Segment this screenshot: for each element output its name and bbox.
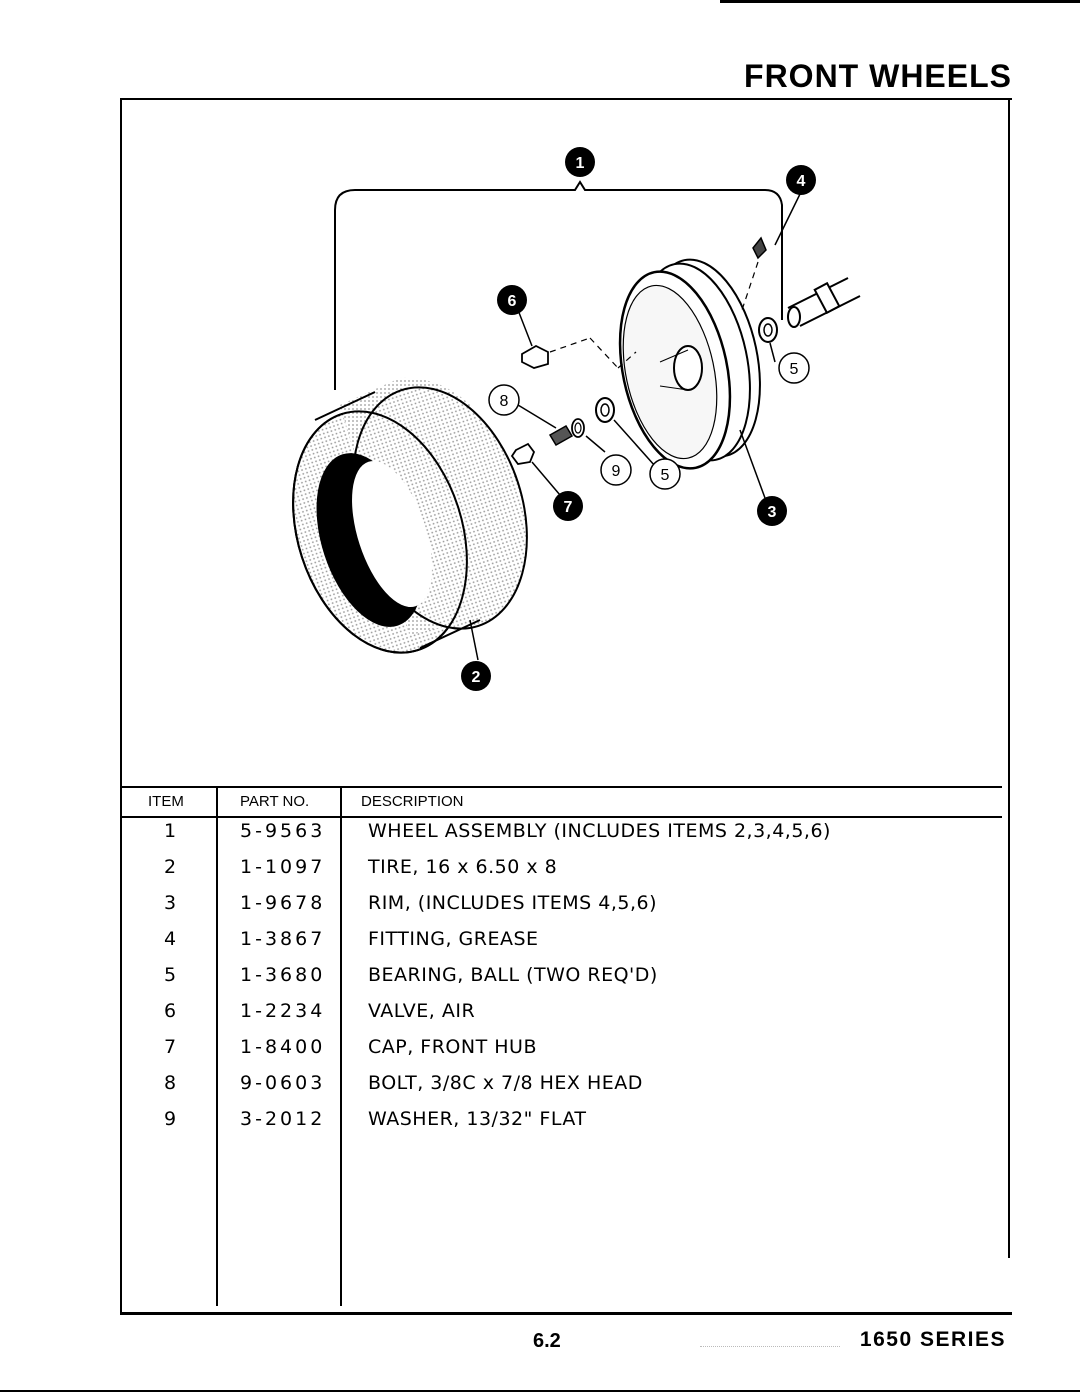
table-row: 8 9-0603 BOLT, 3/8C x 7/8 HEX HEAD: [122, 1072, 1002, 1108]
svg-text:7: 7: [564, 499, 573, 516]
item-number: 8: [163, 1072, 177, 1094]
part-number: 1-8400: [240, 1036, 326, 1058]
item-number: 2: [163, 856, 177, 878]
table-body: 1 5-9563 WHEEL ASSEMBLY (INCLUDES ITEMS …: [122, 820, 1002, 1144]
header-description: DESCRIPTION: [361, 793, 464, 810]
svg-text:6: 6: [508, 293, 517, 310]
item-number: 6: [163, 1000, 177, 1022]
axle-drawing: [787, 277, 861, 328]
part-number: 1-3867: [240, 928, 326, 950]
part-number: 1-2234: [240, 1000, 326, 1022]
part-description: BOLT, 3/8C x 7/8 HEX HEAD: [368, 1072, 643, 1094]
column-divider: [340, 786, 342, 1306]
column-divider: [216, 786, 218, 1306]
item-number: 3: [163, 892, 177, 914]
part-number: 1-9678: [240, 892, 326, 914]
svg-text:5: 5: [790, 361, 799, 378]
callout-5-upper: 5: [778, 352, 810, 384]
table-row: 5 1-3680 BEARING, BALL (TWO REQ'D): [122, 964, 1002, 1000]
part-description: WHEEL ASSEMBLY (INCLUDES ITEMS 2,3,4,5,6…: [368, 820, 831, 842]
callout-8: 8: [488, 384, 520, 416]
callout-7: 7: [553, 491, 583, 521]
assembly-bracket: [334, 180, 783, 390]
parts-table: ITEM PART NO. DESCRIPTION 1 5-9563 WHEEL…: [122, 786, 1002, 1308]
callout-1: 1: [565, 147, 595, 177]
part-description: CAP, FRONT HUB: [368, 1036, 537, 1058]
item-number: 4: [163, 928, 177, 950]
callout-2: 2: [461, 661, 491, 691]
top-edge-rule: [720, 0, 1080, 3]
rim-drawing: [618, 258, 761, 470]
part-number: 9-0603: [240, 1072, 326, 1094]
page-number: 6.2: [533, 1330, 561, 1352]
part-number: 1-3680: [240, 964, 326, 986]
part-description: RIM, (INCLUDES ITEMS 4,5,6): [368, 892, 658, 914]
page-frame-right: [1008, 98, 1010, 1258]
table-row: 7 1-8400 CAP, FRONT HUB: [122, 1036, 1002, 1072]
hardware-drawing: [510, 397, 615, 465]
bottom-edge-rule: [0, 1390, 1080, 1392]
callout-9: 9: [600, 454, 632, 486]
svg-text:4: 4: [797, 173, 806, 190]
item-number: 9: [163, 1108, 177, 1130]
callout-6: 6: [497, 285, 527, 315]
tire-drawing: [292, 377, 528, 654]
page-frame: [120, 98, 1012, 1315]
svg-text:1: 1: [576, 155, 585, 172]
table-row: 9 3-2012 WASHER, 13/32" FLAT: [122, 1108, 1002, 1144]
part-number: 1-1097: [240, 856, 326, 878]
footer-dotted-leader: [700, 1346, 840, 1347]
part-number: 3-2012: [240, 1108, 326, 1130]
part-description: FITTING, GREASE: [368, 928, 539, 950]
header-item: ITEM: [148, 793, 184, 810]
page-title: FRONT WHEELS: [744, 58, 1012, 94]
svg-text:2: 2: [472, 669, 481, 686]
leader-lines: [469, 191, 802, 661]
item-number: 5: [163, 964, 177, 986]
part-description: WASHER, 13/32" FLAT: [368, 1108, 587, 1130]
table-row: 1 5-9563 WHEEL ASSEMBLY (INCLUDES ITEMS …: [122, 820, 1002, 856]
svg-text:3: 3: [768, 504, 777, 521]
table-header-rule: [122, 816, 1002, 818]
part-description: BEARING, BALL (TWO REQ'D): [368, 964, 658, 986]
item-number: 1: [163, 820, 177, 842]
header-part-no: PART NO.: [240, 793, 310, 810]
table-top-rule: [122, 786, 1002, 788]
table-row: 2 1-1097 TIRE, 16 x 6.50 x 8: [122, 856, 1002, 892]
svg-text:5: 5: [661, 467, 670, 484]
part-description: VALVE, AIR: [368, 1000, 476, 1022]
svg-text:9: 9: [612, 463, 621, 480]
exploded-view-diagram: 1 4 6 7 3 2 5 8 9 5: [292, 147, 861, 691]
callout-3: 3: [757, 496, 787, 526]
table-row: 6 1-2234 VALVE, AIR: [122, 1000, 1002, 1036]
grease-fitting-drawing: [752, 236, 767, 260]
part-description: TIRE, 16 x 6.50 x 8: [368, 856, 558, 878]
valve-drawing: [521, 337, 637, 369]
svg-text:8: 8: [500, 393, 509, 410]
series-label: 1650 SERIES: [859, 1328, 1006, 1351]
callout-5-lower: 5: [649, 458, 681, 490]
callout-4: 4: [786, 165, 816, 195]
item-number: 7: [163, 1036, 177, 1058]
table-row: 4 1-3867 FITTING, GREASE: [122, 928, 1002, 964]
table-row: 3 1-9678 RIM, (INCLUDES ITEMS 4,5,6): [122, 892, 1002, 928]
part-number: 5-9563: [240, 820, 326, 842]
